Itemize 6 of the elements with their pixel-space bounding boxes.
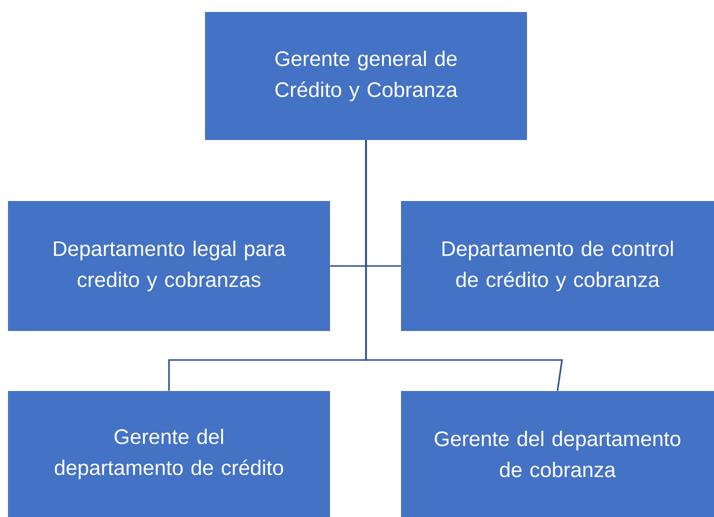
org-box: Departamento legal para credito y cobranzas — [8, 201, 330, 331]
org-box: Gerente del departamento de crédito — [8, 391, 330, 517]
connector-line — [365, 140, 563, 391]
org-box: Departamento de control de crédito y cobranza — [401, 201, 714, 331]
org-box: Gerente del departamento de cobranza — [401, 391, 714, 517]
org-box: Gerente general de Crédito y Cobranza — [205, 12, 527, 140]
